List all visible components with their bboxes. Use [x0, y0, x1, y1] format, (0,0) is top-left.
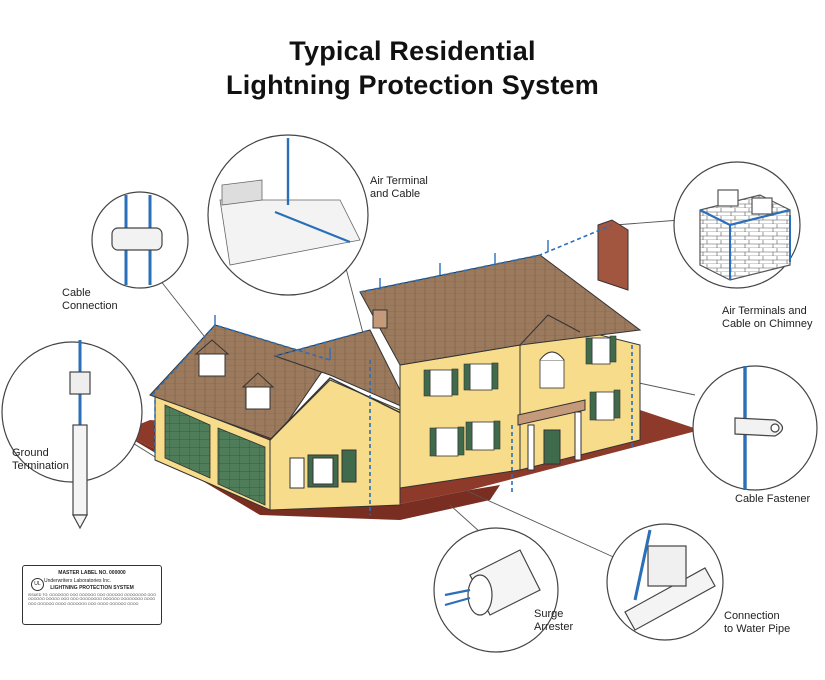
detail-ground-termination: [1, 340, 143, 530]
main-house: [359, 219, 642, 489]
label-ground-termination-line2: Termination: [12, 460, 69, 472]
label-chimney-line2: Cable on Chimney: [722, 318, 813, 330]
middle-section: [269, 329, 412, 511]
label-surge-arrester-line2: Arrester: [534, 621, 574, 633]
detail-water-pipe: [606, 523, 724, 641]
label-ground-termination: Ground Termination: [12, 447, 69, 473]
label-air-terminal-line2: and Cable: [370, 188, 421, 200]
label-water-pipe-line1: Connection: [724, 610, 780, 622]
detail-air-terminal: [207, 134, 369, 296]
ul-label-issuer: Underwriters Laboratories Inc.: [44, 578, 111, 584]
ul-master-label: MASTER LABEL NO. 000000 UL Underwriters …: [22, 565, 162, 625]
detail-surge-arrester: [433, 527, 559, 653]
label-cable-fastener-line1: Cable Fastener: [735, 493, 811, 505]
label-ground-termination-line1: Ground: [12, 447, 49, 459]
label-water-pipe-line2: to Water Pipe: [724, 623, 791, 635]
detail-cable-fastener: [692, 365, 818, 491]
ul-label-fine-print: ISSUED TO: OOOOOOO OOO OOOOOO OOO OOOOOO…: [28, 593, 156, 606]
label-surge-arrester-line1: Surge: [534, 608, 564, 620]
diagram-title: Typical Residential Lightning Protection…: [0, 34, 825, 102]
ul-logo-icon: UL: [31, 578, 44, 591]
label-cable-connection-line1: Cable: [62, 287, 91, 299]
label-cable-connection-line2: Connection: [62, 300, 118, 312]
label-cable-fastener: Cable Fastener: [735, 493, 810, 506]
title-line-1: Typical Residential: [289, 36, 536, 66]
air-terminals: [214, 240, 549, 360]
label-chimney-line1: Air Terminals and: [722, 305, 807, 317]
label-air-terminal-line1: Air Terminal: [370, 175, 428, 187]
label-air-terminal: Air Terminal and Cable: [370, 175, 428, 201]
ul-label-system: LIGHTNING PROTECTION SYSTEM: [50, 585, 134, 591]
detail-cable-connection: [91, 191, 189, 289]
label-surge-arrester: Surge Arrester: [534, 608, 573, 634]
label-water-pipe: Connection to Water Pipe: [724, 610, 790, 636]
label-chimney: Air Terminals and Cable on Chimney: [722, 305, 813, 331]
detail-chimney: [673, 161, 801, 289]
ul-label-number: MASTER LABEL NO. 000000: [58, 570, 126, 576]
title-line-2: Lightning Protection System: [226, 70, 599, 100]
label-cable-connection: Cable Connection: [62, 287, 118, 313]
